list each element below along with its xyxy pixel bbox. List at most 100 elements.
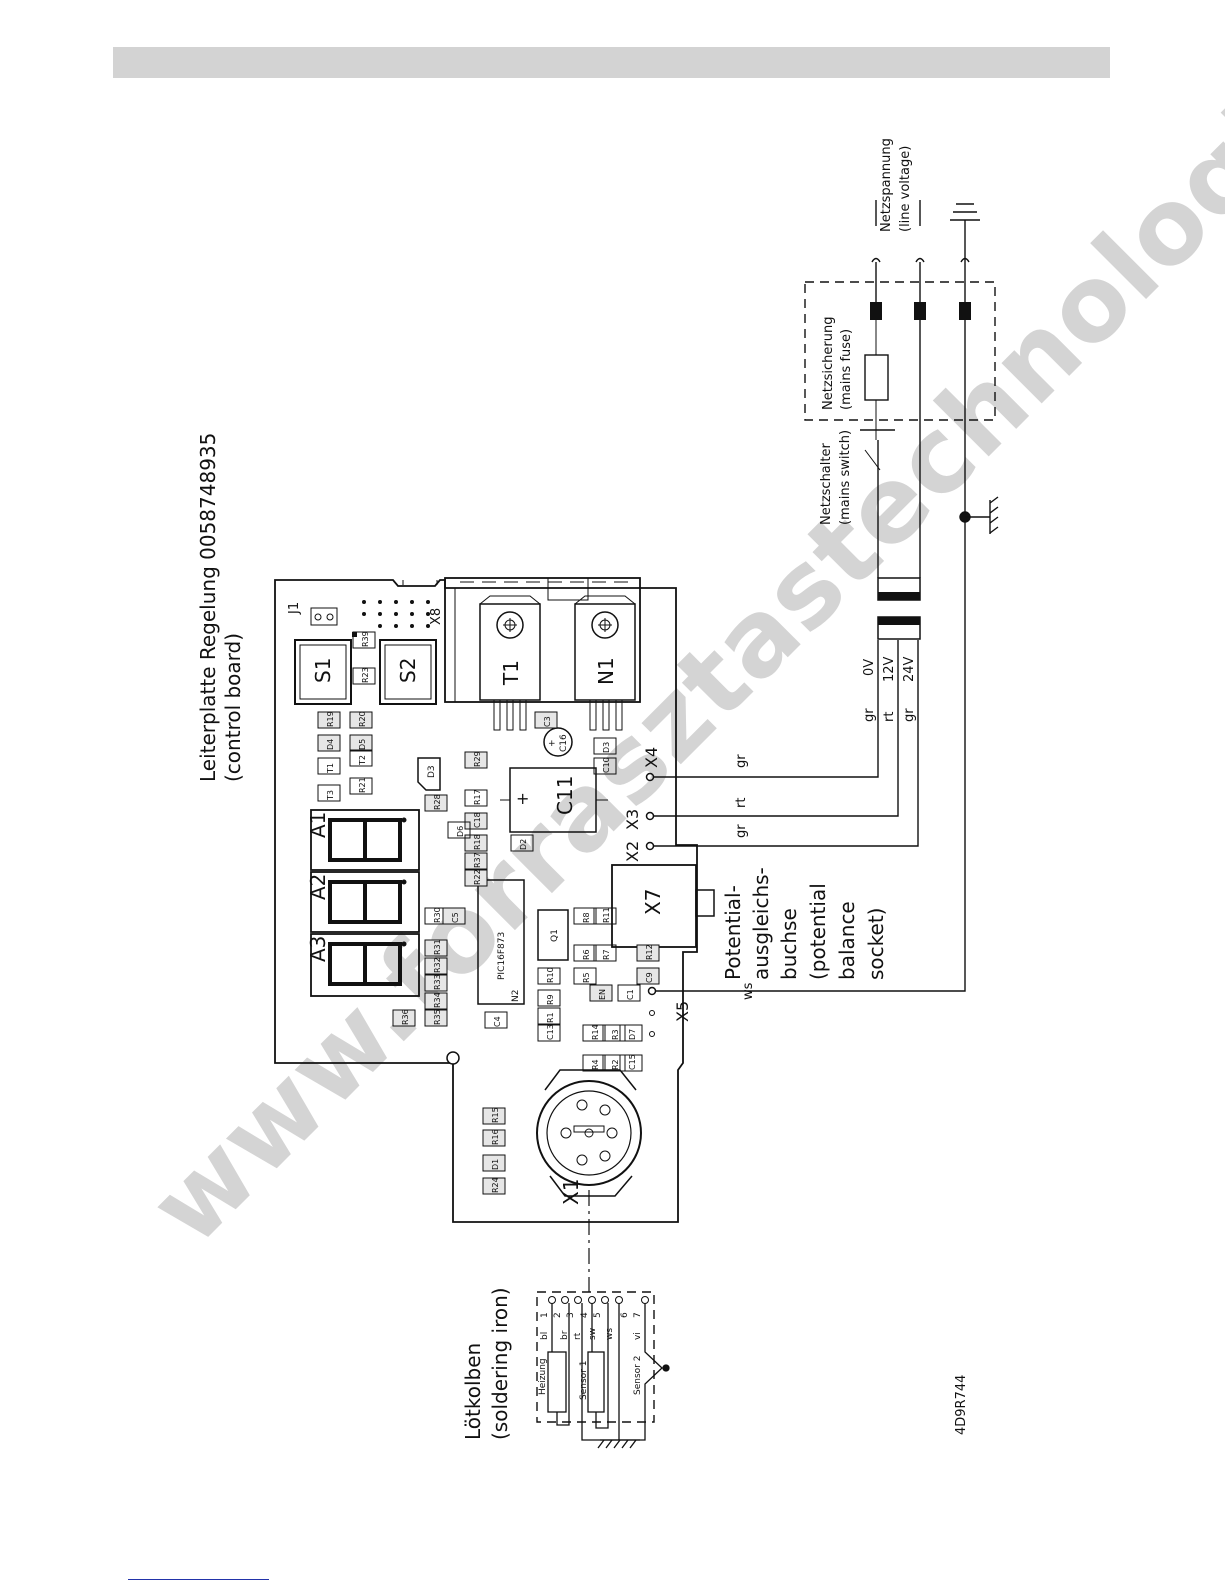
- svg-text:R24: R24: [491, 1177, 500, 1193]
- svg-text:C10: C10: [602, 757, 611, 773]
- line-voltage-terminals: [871, 200, 980, 302]
- svg-text:T1: T1: [326, 763, 335, 774]
- tap-24v: 24V: [902, 656, 917, 682]
- line-voltage-label: Netzspannung: [879, 138, 894, 232]
- component-c13: C13: [537, 1024, 561, 1042]
- svg-text:6: 6: [620, 1312, 630, 1318]
- component-c1: C1: [617, 984, 641, 1002]
- svg-text:1: 1: [540, 1312, 550, 1318]
- svg-text:Sensor 1: Sensor 1: [579, 1361, 589, 1400]
- svg-text:bl: bl: [540, 1332, 550, 1340]
- component-r29: R29: [464, 751, 488, 769]
- mains-box: [804, 281, 996, 440]
- regulator-t1: T1: [479, 595, 541, 731]
- capacitor-c16: + C16: [543, 727, 573, 757]
- component-r1: R1: [537, 1007, 561, 1025]
- svg-text:R34: R34: [433, 992, 442, 1008]
- regulator-n1: N1: [574, 595, 636, 731]
- svg-text:socket): socket): [864, 908, 888, 980]
- svg-text:X8: X8: [429, 608, 444, 625]
- component-r33: R33: [424, 974, 448, 992]
- component-r28: R28: [424, 794, 448, 812]
- svg-text:R23: R23: [361, 667, 370, 683]
- svg-text:C15: C15: [628, 1054, 637, 1070]
- component-r37: R37: [464, 852, 488, 870]
- svg-text:R16: R16: [491, 1129, 500, 1145]
- iron-title: Lötkolben: [461, 1343, 485, 1440]
- svg-text:2: 2: [553, 1312, 563, 1318]
- svg-text:R33: R33: [433, 974, 442, 990]
- svg-text:R8: R8: [582, 912, 591, 923]
- svg-text:R20: R20: [358, 711, 367, 727]
- label-x4: X4: [642, 747, 661, 768]
- svg-text:+: +: [548, 739, 556, 749]
- component-en: EN: [589, 984, 613, 1002]
- svg-text:R7: R7: [602, 949, 611, 960]
- component-d5: D5: [349, 734, 373, 752]
- svg-text:R18: R18: [473, 834, 482, 850]
- component-r34: R34: [424, 992, 448, 1010]
- svg-text:D3: D3: [602, 742, 611, 753]
- svg-text:S2: S2: [396, 658, 420, 683]
- svg-text:R1: R1: [546, 1012, 555, 1023]
- heatsink: [444, 577, 641, 703]
- component-d3: D3: [593, 737, 617, 755]
- svg-text:R14: R14: [591, 1024, 600, 1040]
- component-r39: R39: [352, 631, 376, 649]
- svg-text:(potential: (potential: [806, 883, 830, 980]
- wire-color-x3: rt: [734, 798, 749, 808]
- transistor-q3: D3: [417, 757, 441, 791]
- svg-text:N1: N1: [594, 657, 618, 685]
- component-d4: D4: [317, 734, 341, 752]
- jumper-j1: J1: [287, 602, 338, 626]
- svg-text:R15: R15: [491, 1107, 500, 1123]
- component-c4: C4: [484, 1011, 508, 1029]
- svg-text:vi: vi: [633, 1332, 643, 1340]
- svg-text:D2: D2: [519, 839, 528, 850]
- component-r16: R16: [482, 1129, 506, 1147]
- svg-text:R6: R6: [582, 949, 591, 960]
- component-r21: R21: [349, 777, 373, 795]
- component-r22: R22: [464, 869, 488, 887]
- svg-text:D1: D1: [491, 1159, 500, 1170]
- socket-x7: X7: [611, 864, 715, 948]
- display-a1: A1: [306, 809, 420, 871]
- svg-text:S1: S1: [311, 658, 335, 683]
- component-r18: R18: [464, 834, 488, 852]
- svg-text:ws: ws: [605, 1328, 615, 1340]
- svg-text:R35: R35: [433, 1009, 442, 1025]
- tap-12v: 12V: [882, 656, 897, 682]
- component-r36: R36: [392, 1009, 416, 1027]
- svg-text:sw: sw: [588, 1328, 598, 1340]
- label-x2: X2: [623, 841, 642, 862]
- svg-text:R29: R29: [473, 751, 482, 767]
- svg-text:Heizung: Heizung: [538, 1358, 548, 1395]
- svg-text:br: br: [560, 1330, 570, 1340]
- component-r2: R2: [602, 1054, 626, 1072]
- svg-text:T1: T1: [499, 660, 523, 686]
- svg-text:buchse: buchse: [777, 908, 801, 980]
- svg-text:A3: A3: [306, 936, 330, 962]
- component-r19: R19: [317, 711, 341, 729]
- component-r23: R23: [352, 667, 376, 685]
- header-x8: X8: [352, 600, 444, 637]
- component-r6: R6: [573, 944, 597, 962]
- svg-text:A1: A1: [306, 812, 330, 838]
- svg-text:R31: R31: [433, 939, 442, 955]
- svg-text:R39: R39: [361, 631, 370, 647]
- label-x3: X3: [623, 809, 642, 830]
- svg-text:7: 7: [633, 1312, 643, 1318]
- component-d6: D6: [447, 821, 471, 839]
- svg-text:Q1: Q1: [550, 929, 560, 942]
- component-r3: R3: [602, 1024, 626, 1042]
- mains-switch-sub: (mains switch): [838, 430, 853, 525]
- board-subtitle: (control board): [221, 633, 245, 782]
- svg-text:PIC16F873: PIC16F873: [497, 932, 507, 980]
- transistor-q1: Q1: [537, 909, 569, 961]
- component-r10: R10: [537, 967, 561, 985]
- svg-text:A2: A2: [306, 874, 330, 900]
- wire-color-x5: ws: [741, 982, 756, 1000]
- iron-subtitle: (soldering iron): [488, 1287, 512, 1440]
